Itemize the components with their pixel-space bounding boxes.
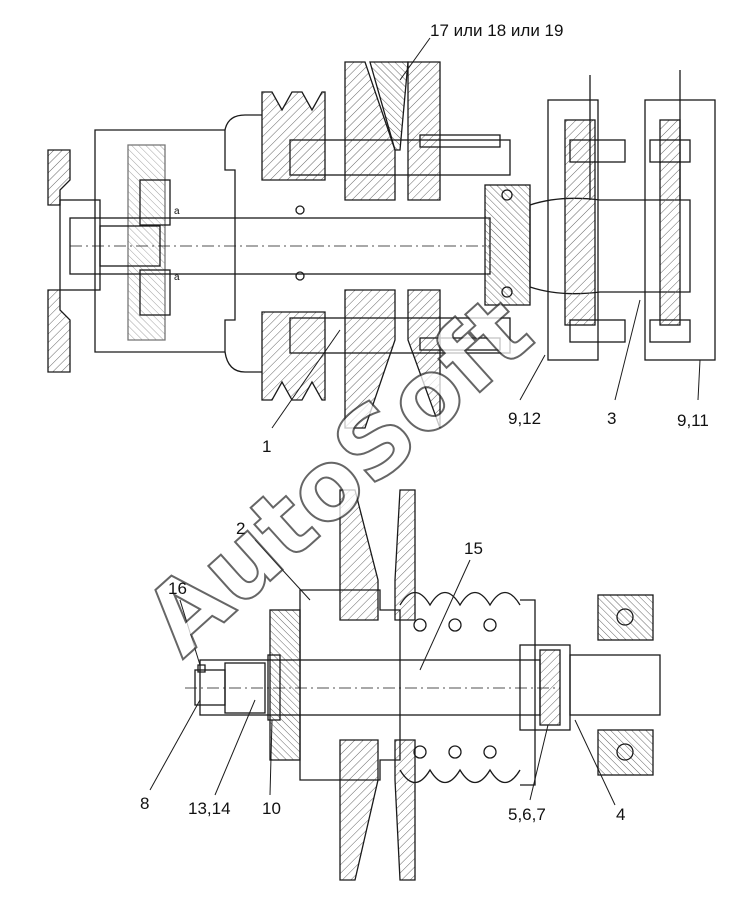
watermark-logo: AutoSoft (122, 273, 554, 678)
callout-5-6-7: 5,6,7 (508, 805, 546, 824)
right-output-shaft (569, 654, 661, 716)
callout-9-12: 9,12 (508, 409, 542, 428)
main-housing (94, 129, 236, 353)
left-hub (59, 199, 101, 291)
coupling (529, 197, 691, 295)
plate-left (547, 99, 599, 361)
left-flange (47, 149, 71, 373)
callout-15: 15 (464, 539, 483, 558)
callout-16: 16 (168, 579, 187, 598)
top-assembly: a a (47, 61, 716, 429)
bottom-housing (299, 589, 401, 781)
bellows-bottom (399, 768, 521, 784)
leaders-top (271, 37, 701, 429)
belt (369, 61, 409, 151)
callout-1: 1 (262, 437, 272, 456)
callout-pulley-options: 17 или 18 или 19 (430, 21, 564, 40)
callout-3: 3 (607, 409, 617, 428)
callout-4: 4 (616, 805, 626, 824)
leaders-bottom (149, 539, 616, 806)
callout-13-14: 13,14 (188, 799, 231, 818)
callout-9-11: 9,11 (677, 411, 709, 430)
watermark-text: AutoSoft (123, 274, 553, 677)
right-bearing (484, 184, 531, 306)
small-pulley (261, 91, 326, 181)
housing-inner-bearing (127, 144, 166, 341)
bearing-mark-bottom: a (174, 272, 180, 283)
bearing-mark-top: a (174, 206, 180, 217)
callout-10: 10 (262, 799, 281, 818)
nut-16 (197, 664, 206, 673)
bottom-shaft (199, 659, 541, 716)
bellows-top (399, 591, 521, 607)
callout-8: 8 (140, 794, 150, 813)
bottom-bearing (597, 594, 654, 641)
bottom-assembly (185, 489, 661, 881)
callout-2: 2 (236, 519, 246, 538)
bottom-pulley (339, 489, 379, 621)
